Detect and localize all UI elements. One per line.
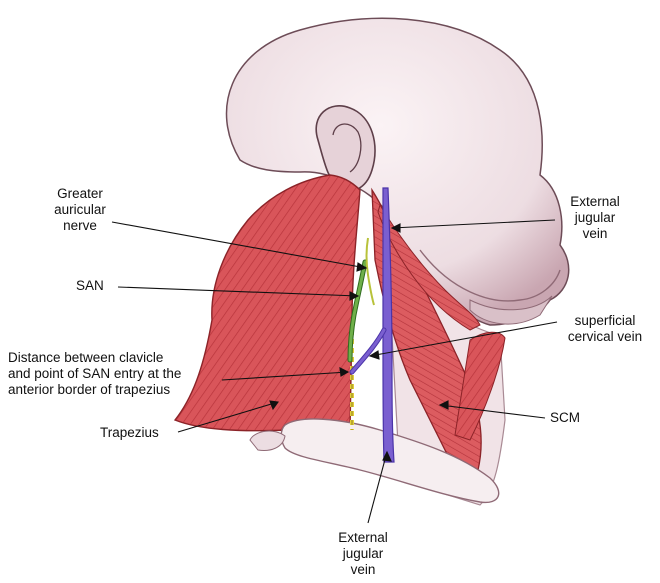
label-greater-auricular-line-2: auricular	[28, 202, 132, 218]
label-distance-line-1: Distance between clavicle	[8, 350, 181, 366]
label-scm: SCM	[550, 410, 580, 426]
shoulder-edge	[250, 431, 285, 450]
label-external-jugular-vein-bottom: External jugular vein	[318, 530, 408, 578]
label-greater-auricular-line-3: nerve	[28, 218, 132, 234]
label-distance: Distance between clavicle and point of S…	[8, 350, 181, 398]
label-scv-line-2: cervical vein	[555, 329, 655, 345]
greater-auricular-nerve	[367, 238, 375, 305]
label-ejv-bottom-line-2: jugular	[318, 546, 408, 562]
label-distance-line-3: anterior border of trapezius	[8, 382, 181, 398]
label-san: SAN	[76, 278, 104, 294]
label-trapezius: Trapezius	[100, 425, 159, 441]
label-ejv-top-line-3: vein	[550, 226, 640, 242]
trapezius-muscle	[175, 175, 360, 431]
label-ejv-top-line-1: External	[550, 194, 640, 210]
label-greater-auricular-line-1: Greater	[28, 186, 132, 202]
label-ejv-bottom-line-1: External	[318, 530, 408, 546]
label-greater-auricular-nerve: Greater auricular nerve	[28, 186, 132, 234]
label-ejv-bottom-line-3: vein	[318, 562, 408, 578]
label-superficial-cervical-vein: superficial cervical vein	[555, 313, 655, 345]
superficial-cervical-vein-inner	[352, 330, 384, 372]
label-external-jugular-vein-top: External jugular vein	[550, 194, 640, 242]
label-ejv-top-line-2: jugular	[550, 210, 640, 226]
label-distance-line-2: and point of SAN entry at the	[8, 366, 181, 382]
label-scv-line-1: superficial	[555, 313, 655, 329]
